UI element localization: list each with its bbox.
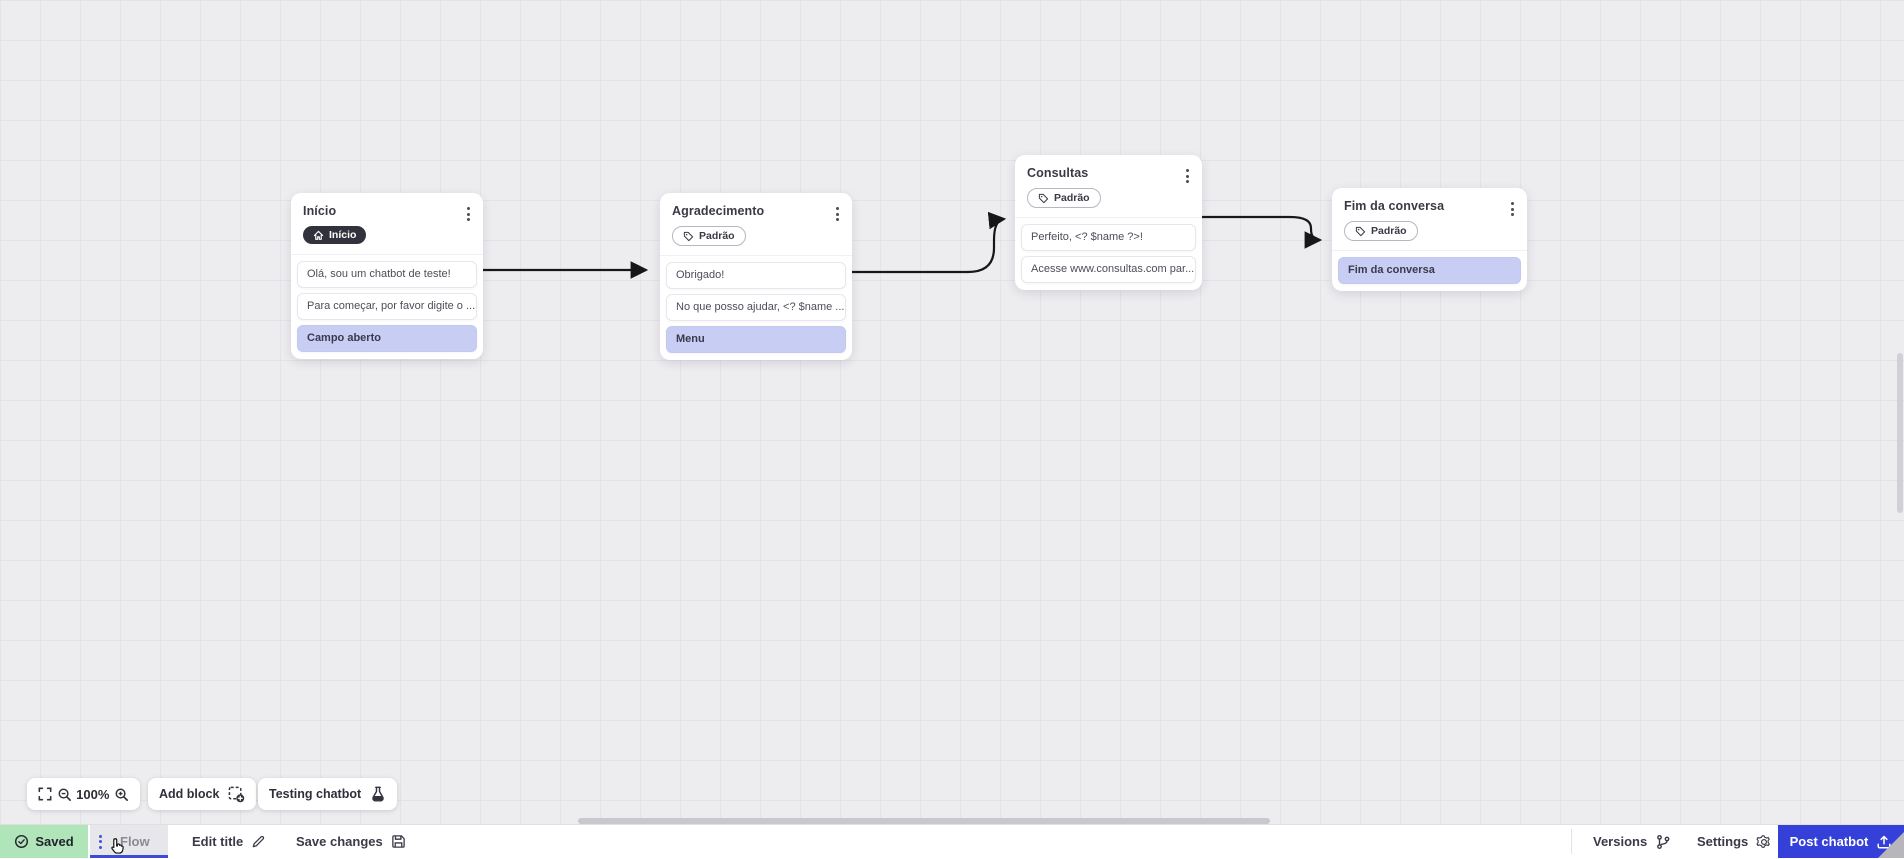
save-changes-button[interactable]: Save changes <box>296 825 406 858</box>
badge-label: Padrão <box>699 230 735 242</box>
message-card[interactable]: Perfeito, <? $name ?>! <box>1021 223 1196 251</box>
node-type-badge: Padrão <box>1344 221 1418 241</box>
zoom-out-icon[interactable] <box>57 787 72 802</box>
node-title: Consultas <box>1027 166 1089 180</box>
pencil-icon <box>252 835 265 848</box>
saved-label: Saved <box>35 834 74 849</box>
zoom-level: 100% <box>76 786 110 802</box>
kebab-menu-icon[interactable] <box>465 205 472 223</box>
badge-label: Padrão <box>1054 192 1090 204</box>
versions-button[interactable]: Versions <box>1593 825 1671 858</box>
add-block-icon <box>229 786 245 802</box>
flow-canvas[interactable]: Início Início Olá, sou um chatbot de tes… <box>0 0 1904 825</box>
branch-icon <box>1657 834 1670 849</box>
flow-node-agradecimento[interactable]: Agradecimento Padrão Obrigado! No que po… <box>660 193 852 360</box>
tag-icon <box>1355 226 1366 236</box>
node-header: Início Início <box>291 193 483 254</box>
node-header: Fim da conversa Padrão <box>1332 188 1527 250</box>
node-type-badge: Início <box>303 226 367 244</box>
fullscreen-icon[interactable] <box>38 787 52 801</box>
post-chatbot-label: Post chatbot <box>1789 834 1869 849</box>
zoom-toolbar: 100% <box>27 778 140 810</box>
menu-card[interactable]: Menu <box>666 325 846 353</box>
node-body: Obrigado! No que posso ajudar, <? $name … <box>660 254 852 360</box>
flow-node-inicio[interactable]: Início Início Olá, sou um chatbot de tes… <box>291 193 483 359</box>
check-circle-icon <box>15 834 29 849</box>
message-card[interactable]: Acesse www.consultas.com par... <box>1021 255 1196 283</box>
flask-icon <box>372 786 384 802</box>
testing-chatbot-button[interactable]: Testing chatbot <box>258 778 398 810</box>
vertical-scrollbar[interactable] <box>1897 353 1903 513</box>
tag-icon <box>1038 193 1049 203</box>
home-icon <box>313 230 324 240</box>
message-card[interactable]: No que posso ajudar, <? $name ... <box>666 293 846 321</box>
statusbar-divider <box>1571 829 1572 854</box>
node-title: Agradecimento <box>672 204 765 218</box>
end-card[interactable]: Fim da conversa <box>1338 256 1521 284</box>
save-icon <box>391 835 405 848</box>
settings-button[interactable]: Settings <box>1697 825 1772 858</box>
node-title: Fim da conversa <box>1344 199 1445 213</box>
gear-icon <box>1756 834 1771 848</box>
badge-label: Início <box>329 229 357 241</box>
active-tab-indicator <box>90 855 168 858</box>
edit-title-label: Edit title <box>192 834 244 849</box>
node-body: Perfeito, <? $name ?>! Acesse www.consul… <box>1015 216 1202 290</box>
kebab-menu-icon[interactable] <box>1509 200 1516 218</box>
status-bar: Saved Flow Edit title Save changes Versi… <box>0 825 1904 858</box>
edit-title-button[interactable]: Edit title <box>192 825 266 858</box>
flow-menu-kebab-icon[interactable] <box>99 834 102 849</box>
input-card[interactable]: Campo aberto <box>297 324 477 352</box>
message-card[interactable]: Para começar, por favor digite o ... <box>297 292 477 320</box>
connection-line[interactable] <box>1202 215 1323 249</box>
connection-line[interactable] <box>852 211 1007 274</box>
horizontal-scrollbar[interactable] <box>578 818 1270 824</box>
tag-icon <box>683 231 694 241</box>
testing-chatbot-label: Testing chatbot <box>269 787 362 801</box>
message-card[interactable]: Obrigado! <box>666 261 846 289</box>
node-header: Agradecimento Padrão <box>660 193 852 255</box>
tab-flow[interactable]: Flow <box>90 825 168 858</box>
node-body: Fim da conversa <box>1332 249 1527 291</box>
flow-node-consultas[interactable]: Consultas Padrão Perfeito, <? $name ?>! … <box>1015 155 1202 290</box>
message-card[interactable]: Olá, sou um chatbot de teste! <box>297 260 477 288</box>
add-block-label: Add block <box>159 787 220 801</box>
badge-label: Padrão <box>1371 225 1407 237</box>
node-header: Consultas Padrão <box>1015 155 1202 217</box>
node-title: Início <box>303 204 337 218</box>
flow-node-fim-da-conversa[interactable]: Fim da conversa Padrão Fim da conversa <box>1332 188 1527 291</box>
window-resize-corner <box>1878 832 1904 858</box>
node-type-badge: Padrão <box>1027 188 1101 208</box>
kebab-menu-icon[interactable] <box>1184 167 1191 185</box>
save-changes-label: Save changes <box>296 834 383 849</box>
versions-label: Versions <box>1593 834 1648 849</box>
add-block-button[interactable]: Add block <box>148 778 257 810</box>
kebab-menu-icon[interactable] <box>834 205 841 223</box>
flow-tab-label: Flow <box>120 834 150 849</box>
node-type-badge: Padrão <box>672 226 746 246</box>
settings-label: Settings <box>1697 834 1749 849</box>
node-body: Olá, sou um chatbot de teste! Para começ… <box>291 253 483 359</box>
saved-status-badge: Saved <box>0 825 88 858</box>
zoom-in-icon[interactable] <box>114 787 129 802</box>
